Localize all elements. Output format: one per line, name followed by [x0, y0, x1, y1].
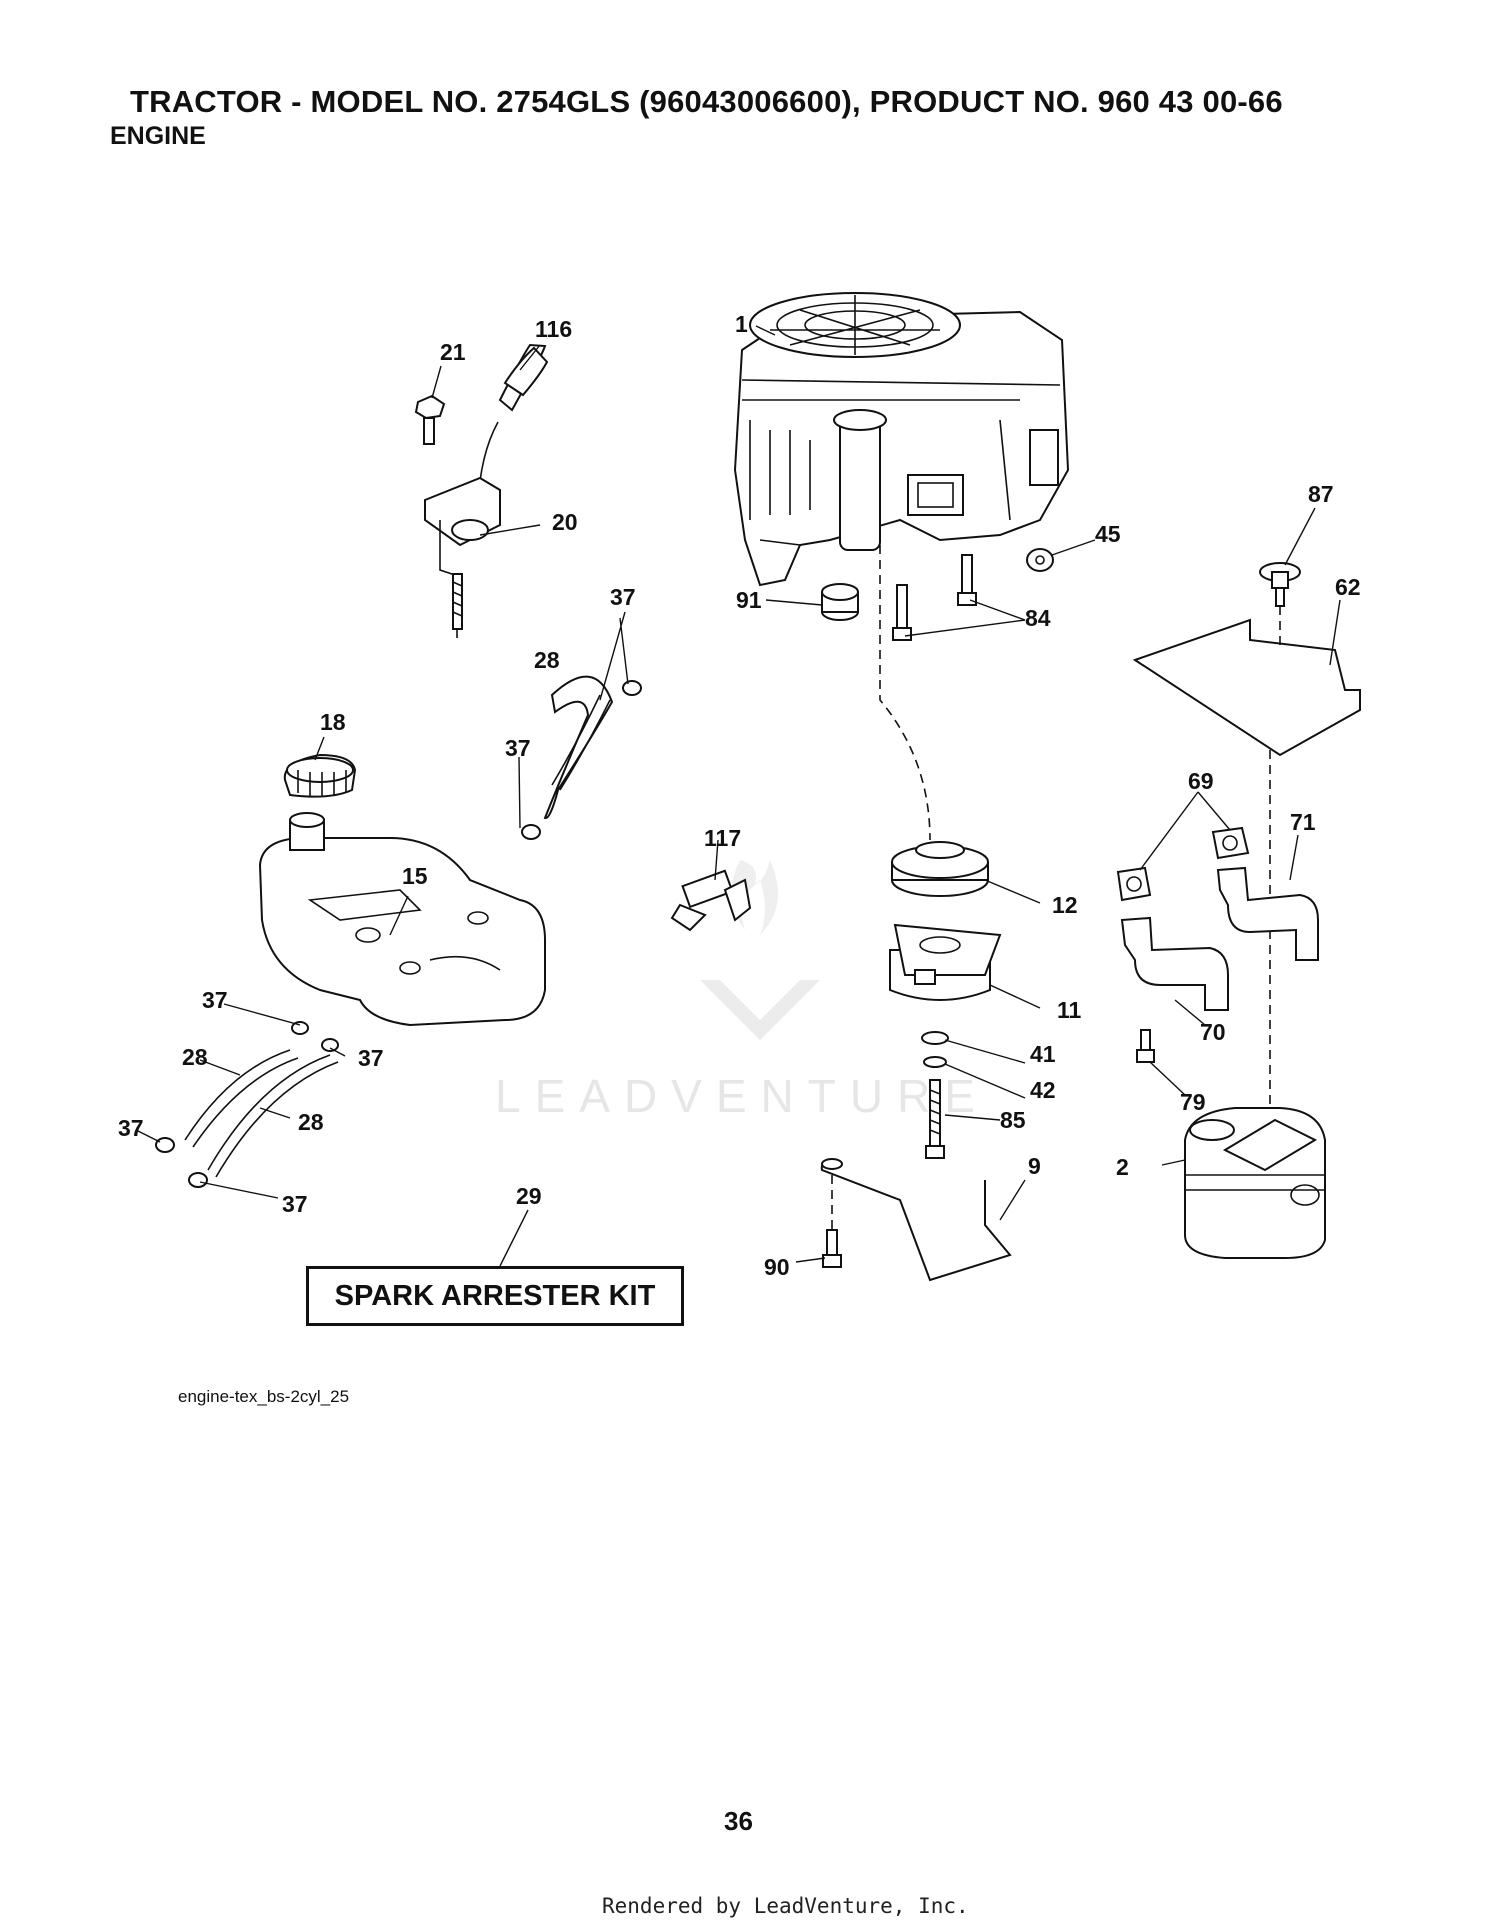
section-subtitle: ENGINE — [110, 122, 206, 150]
part-62-heat-shield — [1132, 618, 1361, 757]
part-116-knob-top — [503, 346, 549, 397]
callout-87: 87 — [1308, 481, 1334, 507]
callout-37-top-right: 37 — [610, 584, 636, 610]
part-20-throttle-control — [424, 421, 501, 638]
part-15-fuel-tank — [258, 812, 546, 1027]
part-37-clamp-lower-right — [188, 1172, 208, 1188]
callout-117: 117 — [704, 825, 741, 851]
callout-85: 85 — [1000, 1107, 1026, 1133]
callout-15: 15 — [402, 863, 428, 889]
part-90-bolt — [822, 1175, 842, 1268]
callout-20: 20 — [552, 509, 578, 535]
callout-11: 11 — [1057, 997, 1082, 1023]
callout-21: 21 — [440, 339, 466, 365]
part-28-fuel-line-upper — [543, 675, 614, 820]
callout-79: 79 — [1180, 1089, 1206, 1115]
callout-71: 71 — [1290, 809, 1316, 835]
part-87-screw — [1259, 562, 1301, 607]
callout-37-tank-left: 37 — [202, 987, 228, 1013]
part-37-clamp-top-left — [521, 824, 541, 840]
crankshaft-axis-line — [879, 545, 931, 841]
part-28-fuel-line-lower-left — [184, 1049, 299, 1148]
part-37-clamp-top-right — [622, 680, 642, 696]
part-18-fuel-cap — [283, 753, 357, 798]
part-41-washer — [921, 1031, 949, 1045]
part-42-lockwasher — [923, 1056, 947, 1068]
part-91-bushing — [821, 583, 859, 621]
callout-37-lower-left: 37 — [118, 1115, 144, 1141]
render-footer: Rendered by LeadVenture, Inc. — [602, 1894, 969, 1918]
callout-69: 69 — [1188, 768, 1214, 794]
callout-37-top-left: 37 — [505, 735, 531, 761]
part-79-bolt — [1136, 1029, 1155, 1063]
bracket-hole — [821, 1158, 843, 1170]
callout-70: 70 — [1200, 1019, 1226, 1045]
callout-28-top: 28 — [534, 647, 560, 673]
part-69-gasket-right — [1211, 826, 1250, 860]
part-117-shutoff-valve — [670, 869, 752, 932]
callout-leader-lines — [135, 325, 1341, 1267]
callout-12: 12 — [1052, 892, 1078, 918]
callout-28-left: 28 — [182, 1044, 208, 1070]
part-37-clamp-tank-right — [321, 1038, 339, 1052]
callout-41: 41 — [1030, 1041, 1056, 1067]
part-11-pto-clutch — [889, 923, 1002, 1001]
callout-18: 18 — [320, 709, 346, 735]
part-2-muffler — [1184, 1107, 1326, 1259]
part-9-bracket — [820, 1160, 1012, 1282]
part-37-clamp-lower-left — [155, 1137, 175, 1153]
callout-84: 84 — [1025, 605, 1051, 631]
watermark-text: LEADVENTURE — [495, 1070, 989, 1122]
callout-2: 2 — [1116, 1154, 1129, 1180]
callout-29: 29 — [516, 1183, 542, 1209]
part-21-bolt — [414, 394, 446, 445]
part-71-exhaust-pipe — [1216, 866, 1319, 961]
callout-1: 1 — [735, 311, 748, 337]
part-85-bolt — [925, 1079, 945, 1159]
part-70-exhaust-pipe — [1120, 916, 1229, 1011]
engine-assembly — [733, 292, 1070, 587]
part-37-clamp-tank-left — [291, 1021, 309, 1035]
part-12-pulley — [891, 841, 989, 897]
page-number: 36 — [724, 1806, 753, 1836]
callout-37-tank-right: 37 — [358, 1045, 384, 1071]
part-28-fuel-line-lower-right — [207, 1054, 339, 1178]
fuel-line-upper-body — [551, 694, 611, 791]
leadventure-watermark: LEADVENTURE — [495, 860, 989, 1122]
diagram-reference: engine-tex_bs-2cyl_25 — [178, 1387, 350, 1406]
callout-28-right: 28 — [298, 1109, 324, 1135]
part-69-gasket-left — [1116, 866, 1152, 902]
part-84-bolts — [892, 554, 977, 641]
callout-90: 90 — [764, 1254, 790, 1280]
callout-42: 42 — [1030, 1077, 1056, 1103]
spark-arrester-kit-label: SPARK ARRESTER KIT — [306, 1266, 684, 1326]
callout-45: 45 — [1095, 521, 1121, 547]
callout-62: 62 — [1335, 574, 1361, 600]
page-title: TRACTOR - MODEL NO. 2754GLS (96043006600… — [130, 84, 1283, 119]
part-45-nut — [1026, 548, 1054, 572]
callout-9: 9 — [1028, 1153, 1041, 1179]
callout-116: 116 — [535, 316, 572, 342]
callout-91: 91 — [736, 587, 762, 613]
callout-37-lower-right: 37 — [282, 1191, 308, 1217]
